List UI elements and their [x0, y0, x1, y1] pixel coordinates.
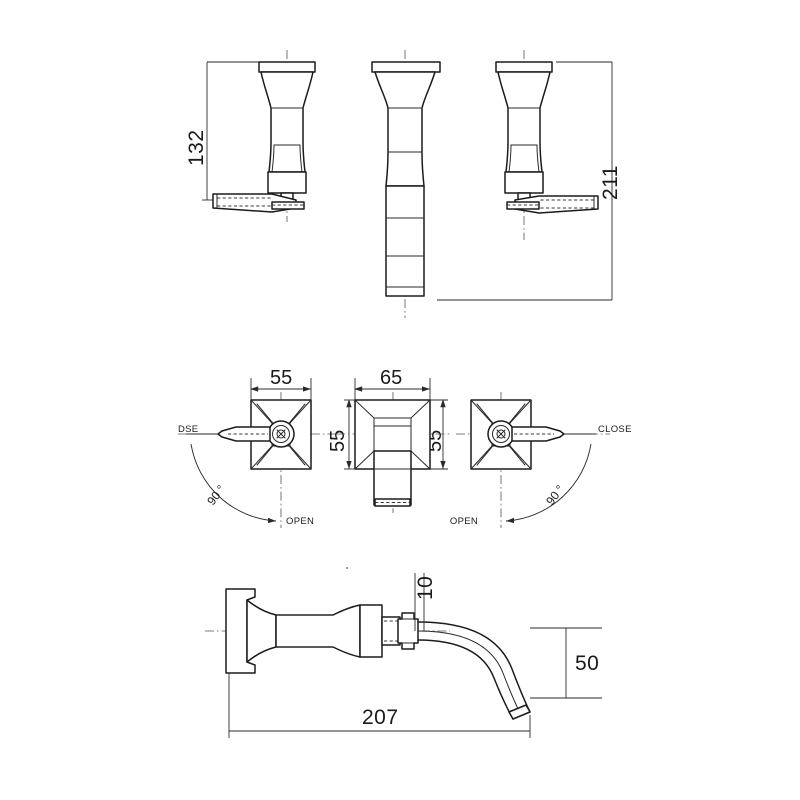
right-valve-assembly — [495, 50, 599, 240]
shank-neck — [381, 616, 401, 646]
plan-label-left-angle: 90° — [204, 482, 228, 507]
elevation-dimension-frame — [202, 61, 613, 301]
dim-label-10: 10 — [414, 576, 437, 600]
dim-label-211: 211 — [599, 165, 622, 200]
center-spout-flare — [374, 71, 436, 187]
dim-label-plan-55-center-left: 55 — [327, 430, 349, 452]
spout-side-view: 10 50 207 — [205, 567, 602, 738]
center-plan-spout-body — [373, 450, 412, 506]
dim-label-132: 132 — [185, 129, 208, 166]
dim-label-50: 50 — [575, 652, 599, 675]
front-elevation-view: 132 211 — [185, 50, 622, 318]
center-spout-plan: 65 55 55 — [327, 367, 452, 513]
plan-label-left-close: DSE — [178, 424, 198, 435]
plan-view: 55 DSE — [178, 367, 632, 528]
shank-barrel — [359, 604, 383, 658]
outlet-tube-outer-top — [417, 621, 531, 713]
plan-label-right-open: OPEN — [450, 516, 478, 527]
right-rotation-arc — [505, 443, 592, 524]
center-spout-elevation — [371, 50, 441, 318]
dim-label-plan-65: 65 — [380, 367, 402, 389]
outlet-tube-centerline-guide — [417, 630, 522, 716]
left-handle-hub — [271, 201, 305, 210]
plan-label-right-angle: 90° — [543, 482, 567, 507]
outlet-tube-inner — [417, 639, 514, 720]
outlet-face — [508, 704, 531, 720]
flange-cone — [246, 599, 277, 663]
center-spout-cap — [371, 61, 441, 73]
right-valve-flare — [497, 71, 551, 173]
left-valve-flare — [260, 71, 314, 173]
plan-label-right-close: CLOSE — [598, 424, 632, 435]
right-valve-collar — [504, 171, 544, 194]
left-plan-lever-arm — [217, 426, 271, 442]
plan-label-left-open: OPEN — [286, 516, 314, 527]
right-valve-cap — [495, 61, 553, 73]
right-cross-handle-plan: CLOSE 90° OPEN — [450, 392, 632, 528]
left-cross-handle-plan: 55 DSE — [178, 367, 335, 528]
left-valve-cap — [258, 61, 316, 73]
dim-label-207: 207 — [362, 706, 399, 729]
dim-label-plan-55-left: 55 — [270, 367, 292, 389]
right-handle-hub — [506, 201, 540, 210]
tapered-shank — [275, 604, 361, 658]
left-valve-assembly — [212, 50, 316, 222]
left-rotation-arc — [190, 443, 277, 524]
left-valve-collar — [267, 171, 307, 194]
center-spout-column — [385, 185, 425, 297]
